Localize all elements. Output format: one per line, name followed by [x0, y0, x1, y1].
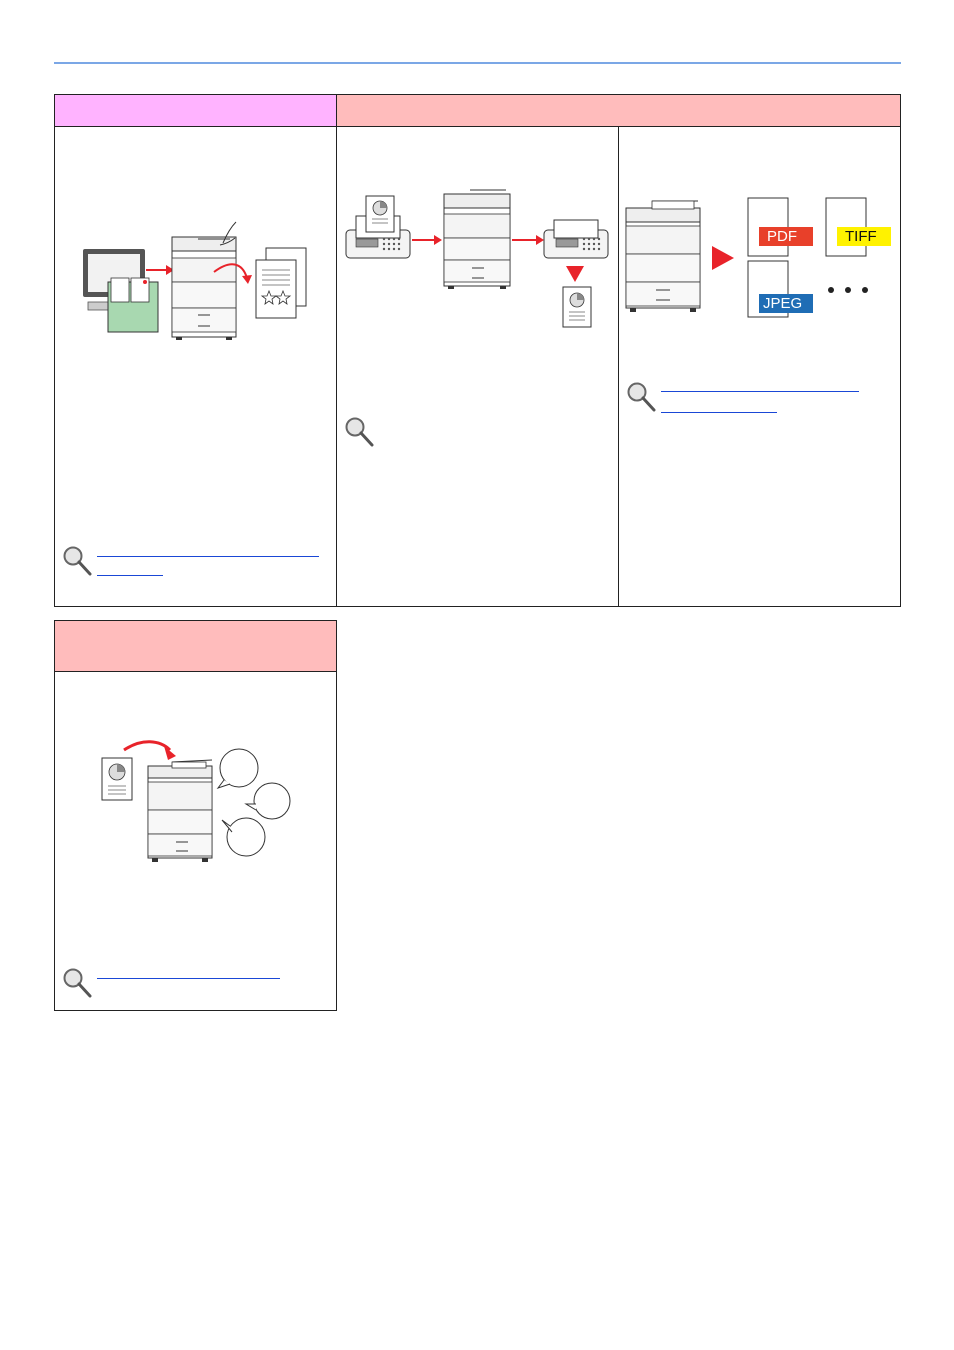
reference-underline-cell1-line1 — [97, 556, 319, 557]
top-rule — [54, 62, 901, 64]
reference-underline-cell1-line2 — [97, 575, 163, 576]
magnifier-icon — [345, 417, 374, 447]
header-divider — [54, 126, 901, 127]
reference-underline-cell4-line1 — [97, 978, 280, 979]
reference-underline-cell3-line1 — [661, 391, 859, 392]
feature-table-bottom — [54, 620, 337, 1011]
speech-balloon-illustration — [101, 740, 291, 862]
feature-table-top — [54, 94, 901, 607]
magnifier-icon — [63, 968, 92, 998]
header-cell-salmon — [337, 95, 900, 126]
tiff-label: TIFF — [837, 227, 891, 246]
jpeg-label: JPEG — [759, 294, 813, 313]
header-cell-pink — [55, 95, 336, 126]
header-cell-salmon-bottom — [55, 621, 336, 671]
magnifier-icon — [627, 382, 656, 412]
print-from-pc-illustration — [83, 221, 307, 340]
pdf-label: PDF — [759, 227, 813, 246]
column-divider-2 — [618, 126, 619, 607]
header-divider-bottom — [54, 671, 337, 672]
magnifier-icon — [63, 546, 92, 576]
column-divider-1 — [336, 94, 337, 607]
reference-underline-cell3-line2 — [661, 412, 777, 413]
fax-forward-illustration — [345, 189, 609, 328]
